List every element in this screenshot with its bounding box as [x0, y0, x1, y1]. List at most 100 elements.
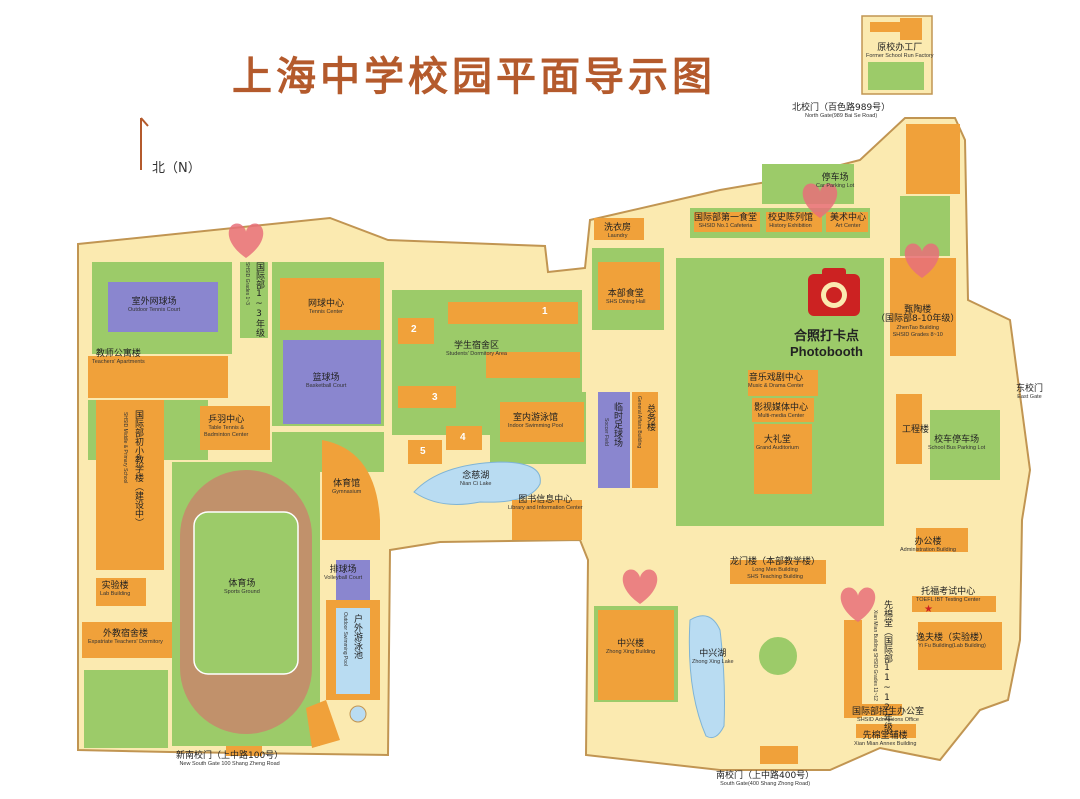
label-en: Administration Building [900, 547, 956, 554]
annex-building [856, 724, 916, 738]
label-new-south-gate: 新南校门（上中路100号） New South Gate 100 Shang Z… [176, 751, 284, 768]
zhongxing-lake [688, 615, 725, 739]
nian-ci-lake [413, 461, 541, 505]
southwest-building [306, 700, 340, 748]
camera-icon [808, 268, 860, 316]
middle-primary-building [96, 400, 164, 570]
vlabel-soccer-en: Soccer Field [603, 418, 609, 446]
gymnasium [322, 440, 380, 540]
label-volleyball: 排球场 Volleyball Court [324, 565, 363, 582]
label-engineering: 工程楼 [902, 425, 930, 435]
east-north-buildings [906, 124, 960, 194]
laundry [594, 218, 644, 240]
photobooth-en: Photobooth [790, 344, 863, 359]
label-cn: 国际部第一食堂 [694, 213, 758, 223]
label-cn: 实验楼 [101, 581, 129, 591]
cafeteria [694, 212, 760, 232]
label-cn: 学生宿舍区 [453, 341, 499, 351]
label-en-2: Badminton Center [204, 432, 249, 439]
label-teachers-apts: 教师公寓楼 Teachers' Apartments [92, 349, 145, 366]
dining-hall [598, 262, 660, 310]
label-admissions: 国际部招生办公室 SHSID Admissions Office [852, 707, 924, 724]
label-annex: 先棉堂辅楼 Xian Mian Annex Building [854, 731, 917, 748]
yifu-building [918, 622, 1002, 670]
south-roundabout [753, 631, 803, 681]
label-en: East Gate [1017, 394, 1042, 401]
label-auditorium: 大礼堂 Grand Auditorium [756, 435, 799, 452]
label-en: Gymnasium [332, 489, 362, 496]
label-longmen: 龙门楼（本部教学楼） Long Men Building SHS Teachin… [730, 557, 821, 581]
label-en: Grand Auditorium [756, 445, 799, 452]
label-tennis-center: 网球中心 Tennis Center [308, 299, 345, 316]
label-en: Indoor Swimming Pool [508, 423, 564, 430]
teachers-apartments [88, 356, 228, 398]
label-cn: 工程楼 [902, 425, 930, 435]
dorm-number-4: 4 [460, 432, 466, 443]
label-cn: 体育馆 [333, 479, 361, 489]
label-en: Nian Ci Lake [460, 481, 492, 488]
vlabel-soccer: 临时足球场 [612, 402, 622, 447]
label-en: Tennis Center [309, 309, 343, 316]
label-cn: 北校门（百色路989号） [792, 103, 891, 113]
label-en: Outdoor Tennis Court [128, 307, 181, 314]
vlabel-grades-1-3: 国际部1~3年级 [254, 262, 264, 337]
label-nianci-lake: 念慈湖 Nian Ci Lake [460, 471, 492, 488]
dorm-building-2 [398, 318, 434, 344]
label-en: History Exhibition [769, 223, 812, 230]
label-en: Music & Drama Center [748, 383, 804, 390]
label-en: Former School Run Factory [866, 53, 934, 60]
label-en: New South Gate 100 Shang Zheng Road [179, 761, 280, 768]
vlabel-xianmian: 先棉堂（国际部11~12年级） [882, 600, 892, 740]
green-block [84, 670, 168, 748]
label-en: Lab Building [100, 591, 131, 598]
dorm-building-3 [398, 386, 456, 408]
basketball-court [283, 340, 381, 424]
label-en: Xian Mian Annex Building [854, 741, 917, 748]
label-cn: 篮球场 [312, 373, 340, 383]
label-former-factory: 原校办工厂 Former School Run Factory [866, 43, 934, 60]
label-en: Expatriate Teachers' Dormitory [88, 639, 163, 646]
label-cn: 室外网球场 [131, 297, 177, 307]
label-admin: 办公楼 Administration Building [900, 537, 956, 554]
label-en: SHS Dining Hall [606, 299, 646, 306]
label-zhongxing-lake: 中兴湖 Zhong Xing Lake [692, 649, 734, 666]
label-car-parking: 停车场 Car Parking Lot [816, 173, 854, 190]
label-en: Multi-media Center [757, 413, 805, 420]
label-laundry: 洗衣房 Laundry [604, 223, 632, 240]
label-en: Library and Information Center [508, 505, 583, 512]
label-en: North Gate(989 Bai Se Road) [805, 113, 878, 120]
label-lab: 实验楼 Lab Building [100, 581, 131, 598]
soccer-field [598, 392, 630, 488]
label-zhongxing: 中兴楼 Zhong Xing Building [606, 639, 655, 656]
label-cn: 甄陶楼 [904, 305, 932, 315]
dorm-building-6 [486, 352, 580, 378]
label-cn: 龙门楼（本部教学楼） [730, 557, 821, 567]
label-gymnasium: 体育馆 Gymnasium [332, 479, 362, 496]
grand-auditorium [754, 424, 812, 494]
label-en: TOEFL IBT Testing Center [916, 597, 981, 604]
new-south-gate [226, 746, 262, 756]
label-cn: 乒羽中心 [208, 415, 245, 425]
label-cn: 新南校门（上中路100号） [176, 751, 284, 761]
label-bus-parking: 校车停车场 School Bus Parking Lot [928, 435, 986, 452]
label-cn: 洗衣房 [604, 223, 632, 233]
label-en: Volleyball Court [324, 575, 363, 582]
label-en: School Bus Parking Lot [928, 445, 986, 452]
label-cn: 网球中心 [308, 299, 345, 309]
south-gate-building [760, 746, 798, 764]
label-en-2: SHS Teaching Building [747, 574, 803, 581]
label-cn: 室内游泳馆 [513, 413, 559, 423]
vlabel-grades-1-3-en: SHSID Grades 1~3 [244, 262, 250, 305]
dorm-building-1 [448, 302, 578, 324]
bus-parking [930, 410, 1000, 480]
label-cn: 原校办工厂 [877, 43, 923, 53]
indoor-swimming-pool [500, 402, 584, 442]
factory-building-2 [900, 18, 922, 40]
north-arrow-head [140, 117, 149, 127]
label-cn: 南校门（上中路400号） [716, 771, 815, 781]
xianmian-building [844, 620, 862, 718]
label-library: 图书信息中心 Library and Information Center [508, 495, 583, 512]
label-en: Yi Fu Building(Lab Building) [918, 643, 986, 650]
history-exhibition [766, 212, 822, 232]
